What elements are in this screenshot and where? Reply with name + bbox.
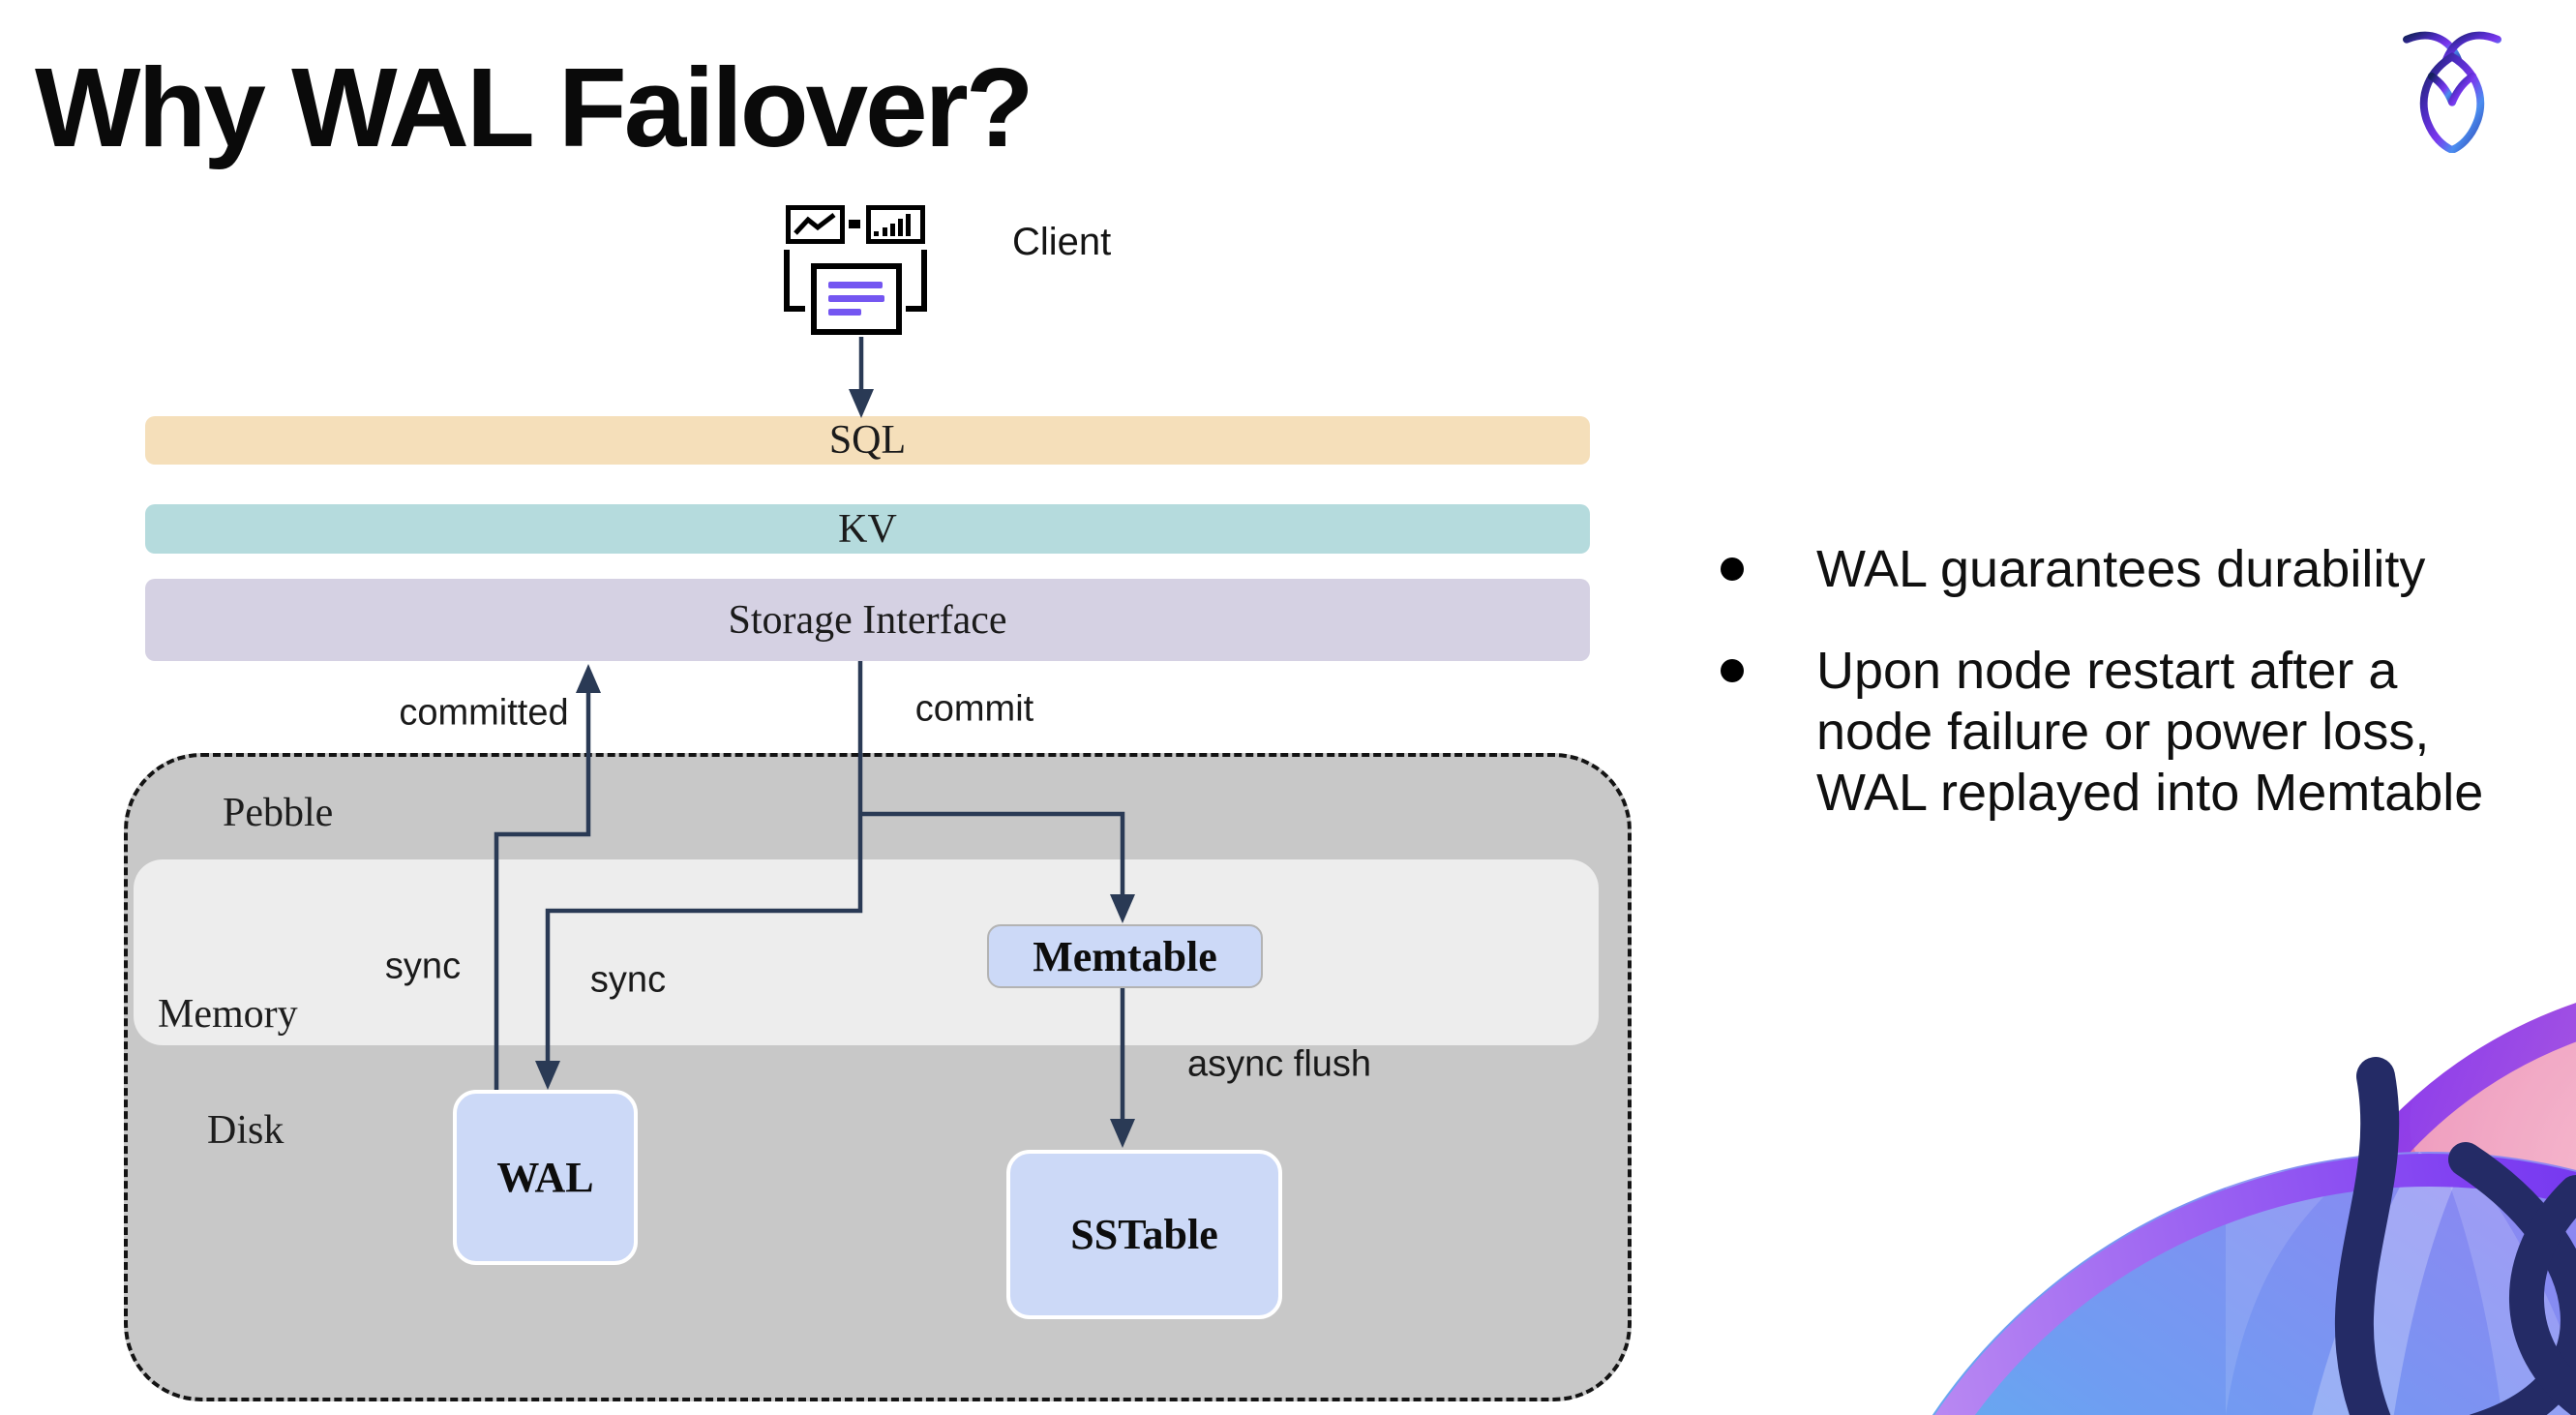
edge-label-sync-left: sync	[384, 946, 462, 987]
bullet-dot	[1721, 659, 1744, 682]
bullet-text: Upon node restart after a node failure o…	[1816, 642, 2484, 822]
line-chart-icon	[786, 205, 845, 244]
node-sstable-label: SSTable	[1070, 1211, 1218, 1258]
layer-storage-interface: Storage Interface	[145, 579, 1590, 661]
edge-label-commit: commit	[914, 688, 1034, 730]
disk-label: Disk	[207, 1108, 285, 1153]
memory-region	[134, 859, 1599, 1045]
cockroachdb-logo-icon	[2403, 31, 2501, 153]
node-wal: WAL	[453, 1090, 638, 1265]
bar-chart-icon	[866, 205, 925, 244]
page-title: Why WAL Failover?	[35, 45, 1034, 170]
node-memtable-label: Memtable	[1033, 932, 1217, 980]
layer-kv-label: KV	[838, 506, 897, 552]
brand-spheres-artwork	[1932, 978, 2576, 1415]
pebble-label: Pebble	[223, 791, 334, 835]
edge-label-committed: committed	[399, 692, 569, 734]
layer-kv: KV	[145, 504, 1590, 554]
bracket-right-icon	[906, 250, 927, 312]
bullet-dot	[1721, 557, 1744, 581]
node-wal-label: WAL	[496, 1154, 594, 1201]
memory-label: Memory	[158, 992, 298, 1037]
layer-sql: SQL	[145, 416, 1590, 465]
arrowhead-sql	[849, 389, 874, 418]
edge-label-async-flush: async flush	[1186, 1043, 1372, 1085]
icon-connector-dash	[849, 220, 860, 228]
node-memtable: Memtable	[987, 924, 1263, 988]
layer-sql-label: SQL	[828, 418, 907, 463]
bracket-left-icon	[784, 250, 805, 312]
document-icon	[811, 263, 902, 335]
node-sstable: SSTable	[1006, 1150, 1282, 1319]
client-label: Client	[1012, 221, 1112, 263]
pebble-container	[124, 753, 1632, 1401]
edge-label-sync-right: sync	[589, 959, 667, 1001]
layer-storage-interface-label: Storage Interface	[728, 597, 1007, 643]
bullet-text: WAL guarantees durability	[1816, 540, 2426, 598]
arrowhead-storage	[576, 664, 601, 693]
